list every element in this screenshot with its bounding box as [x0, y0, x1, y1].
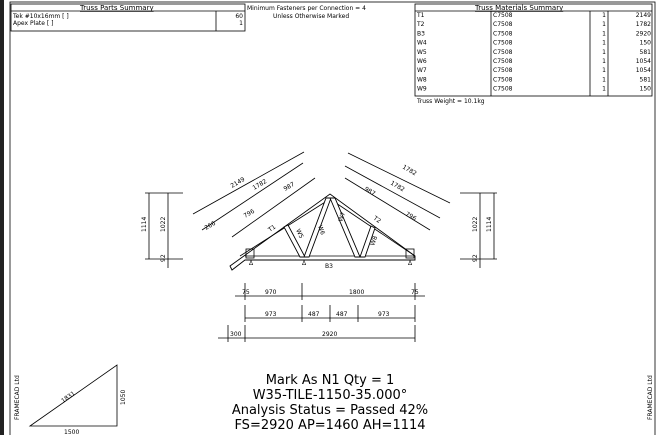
- material-member: W9: [417, 86, 427, 93]
- dim-973-right: 973: [378, 311, 390, 318]
- dim-1022-right: 1022: [472, 217, 479, 232]
- material-section: C7508: [493, 30, 513, 37]
- dim-75-left: 75: [242, 289, 250, 296]
- analysis-status: Analysis Status = Passed 42%: [232, 403, 428, 418]
- material-section: C7508: [493, 49, 513, 56]
- dim-987-right: 987: [363, 186, 377, 198]
- svg-text:Δ: Δ: [249, 260, 254, 267]
- label-w6: W6: [316, 224, 326, 236]
- pitch-hyp: 1831: [60, 390, 77, 405]
- svg-text:Δ: Δ: [408, 260, 413, 267]
- part-qty: 1: [239, 20, 243, 27]
- material-qty: 1: [602, 67, 606, 74]
- height-dimensions: 1114 1022 92 1022 1114 92: [141, 192, 497, 268]
- material-length: 1054: [636, 58, 651, 65]
- material-section: C7508: [493, 67, 513, 74]
- part-name: Apex Plate [ ]: [13, 20, 53, 27]
- dim-2149: 2149: [230, 176, 247, 190]
- dim-1114-left: 1114: [141, 217, 148, 232]
- pitch-run: 1500: [64, 429, 79, 435]
- material-member: T1: [416, 12, 425, 19]
- parts-summary-title: Truss Parts Summary: [79, 4, 154, 12]
- left-edge: [0, 0, 4, 435]
- material-section: C7508: [493, 40, 513, 47]
- dim-487-left: 487: [308, 311, 320, 318]
- material-qty: 1: [602, 30, 606, 37]
- material-length: 2149: [636, 12, 651, 19]
- material-member: B3: [417, 30, 425, 37]
- dim-75-right: 75: [411, 289, 419, 296]
- material-qty: 1: [602, 40, 606, 47]
- label-t2: T2: [371, 214, 382, 225]
- material-section: C7508: [493, 76, 513, 83]
- material-member: W8: [417, 76, 427, 83]
- material-length: 150: [640, 86, 652, 93]
- material-member: W5: [417, 49, 427, 56]
- pitch-rise: 1050: [120, 390, 127, 405]
- sheet-frame: [9, 1, 656, 435]
- material-length: 2920: [636, 30, 651, 37]
- dim-266: 266: [204, 220, 218, 232]
- pitch-triangle: 1831 1050 1500: [28, 364, 127, 435]
- parts-summary-table: Truss Parts Summary Tek #10x16mm [ ] 60 …: [10, 3, 246, 32]
- truss-weight: Truss Weight = 10.1kg: [416, 98, 485, 105]
- dim-987: 987: [283, 181, 297, 193]
- fastener-note-sub: Unless Otherwise Marked: [273, 13, 349, 20]
- dim-796: 796: [243, 208, 257, 220]
- part-name: Tek #10x16mm [ ]: [12, 13, 69, 20]
- dim-1022-left: 1022: [160, 217, 167, 232]
- material-qty: 1: [602, 86, 606, 93]
- mark-text: Mark As N1 Qty = 1: [266, 373, 395, 388]
- material-member: T2: [416, 21, 425, 28]
- material-qty: 1: [602, 21, 606, 28]
- truss-code: W35-TILE-1150-35.000°: [253, 388, 408, 403]
- material-qty: 1: [602, 76, 606, 83]
- dim-300: 300: [230, 331, 242, 338]
- dim-973-left: 973: [265, 311, 277, 318]
- label-w7: W7: [337, 211, 347, 223]
- material-length: 1782: [636, 21, 651, 28]
- side-label-left: FRAMECAD Ltd: [14, 375, 21, 420]
- truss-elevation: Δ Δ Δ T1 T2 B3 W5 W6 W7 W8: [229, 193, 416, 271]
- dim-92-right: 92: [472, 254, 479, 262]
- label-t1: T1: [266, 224, 277, 235]
- material-section: C7508: [493, 86, 513, 93]
- material-member: W4: [417, 40, 427, 47]
- material-length: 581: [640, 49, 652, 56]
- truss-info: Mark As N1 Qty = 1 W35-TILE-1150-35.000°…: [232, 373, 428, 433]
- material-length: 1054: [636, 67, 651, 74]
- material-section: C7508: [493, 12, 513, 19]
- material-qty: 1: [602, 12, 606, 19]
- material-member: W6: [417, 58, 427, 65]
- dim-487-right: 487: [336, 311, 348, 318]
- svg-text:Δ: Δ: [302, 260, 307, 267]
- material-qty: 1: [602, 58, 606, 65]
- dim-2920: 2920: [322, 331, 337, 338]
- dim-92-left: 92: [160, 254, 167, 262]
- dim-796-right: 796: [404, 211, 418, 223]
- dim-970: 970: [265, 289, 277, 296]
- material-length: 581: [640, 76, 652, 83]
- dim-1800: 1800: [349, 289, 364, 296]
- dim-1114-right: 1114: [486, 217, 493, 232]
- dim-1782-right: 1782: [401, 164, 418, 178]
- materials-summary-title: Truss Materials Summary: [474, 4, 563, 12]
- material-qty: 1: [602, 49, 606, 56]
- part-qty: 60: [235, 13, 243, 20]
- label-w5: W5: [294, 228, 305, 240]
- truss-dims: FS=2920 AP=1460 AH=1114: [234, 418, 425, 433]
- material-length: 150: [640, 40, 652, 47]
- label-w8: W8: [369, 235, 379, 247]
- material-member: W7: [417, 67, 427, 74]
- bottom-dimensions: 75 970 1800 75 973 487 487 973 300 2920: [218, 283, 425, 342]
- side-label-right: FRAMECAD Ltd: [647, 375, 654, 420]
- material-section: C7508: [493, 21, 513, 28]
- material-section: C7508: [493, 58, 513, 65]
- fastener-note: Minimum Fasteners per Connection = 4: [247, 5, 366, 12]
- label-b3: B3: [325, 263, 333, 270]
